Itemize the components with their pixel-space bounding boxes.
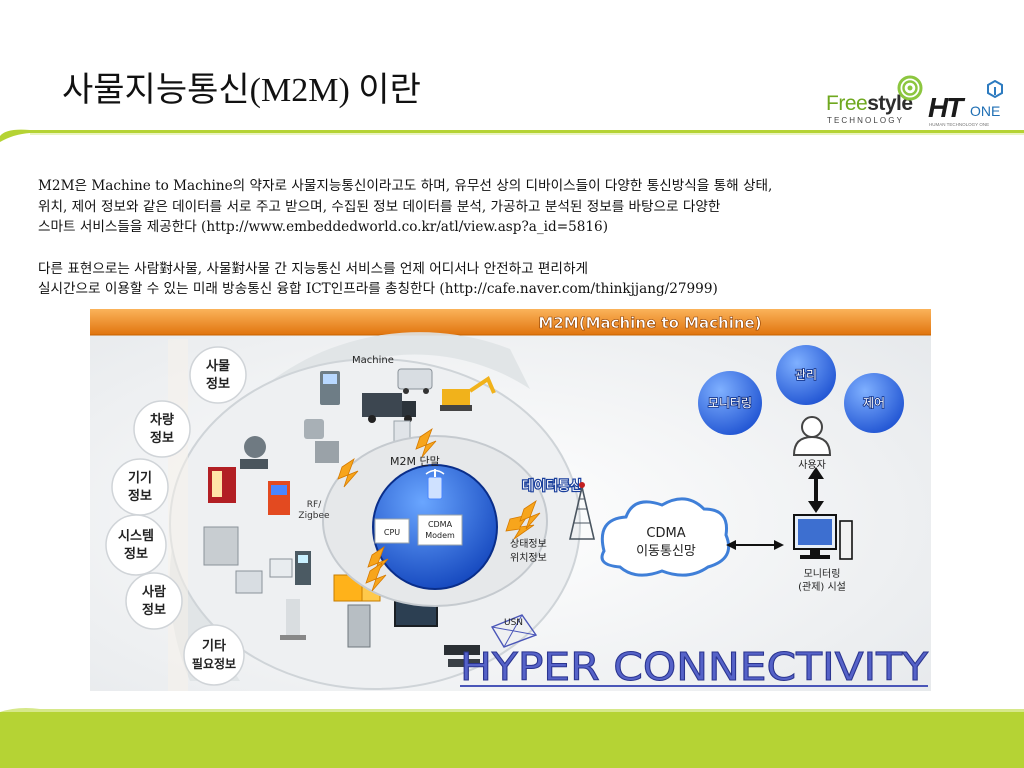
info-label-2-line2: 정보 [150, 430, 174, 446]
computer-icon [793, 514, 853, 560]
info-label-3: 기기 정보 [111, 458, 169, 516]
machine-icon [203, 526, 239, 566]
bottom-bar [0, 708, 1024, 768]
rf-label-line1: RF/ [307, 500, 322, 510]
paragraph-1-line-3: 스마트 서비스들을 제공한다 (http://www.embeddedworld… [38, 219, 609, 235]
paragraph-1-line-1: M2M은 Machine to Machine의 약자로 사물지능통신이라고도 … [38, 178, 773, 194]
status-label-line1: 상태정보 [510, 538, 547, 550]
medical-icon [280, 599, 306, 640]
cdma-modem-line1: CDMA [428, 520, 453, 529]
excavator-icon [440, 376, 496, 411]
lightning-icon [367, 545, 389, 576]
info-label-6: 기타 필요정보 [183, 624, 245, 686]
paragraph-2-line-2: 실시간으로 이용할 수 있는 미래 방송통신 융합 ICT인프라를 총칭한다 (… [38, 281, 718, 297]
lightning-icon [365, 561, 387, 592]
bubble-monitoring: 모니터링 [698, 371, 762, 435]
lightning-icons [337, 427, 541, 592]
cell-tower-icon [568, 482, 596, 540]
vending-icon [208, 467, 236, 503]
user-label: 사용자 [798, 459, 826, 471]
freestyle-subtitle: TECHNOLOGY [827, 116, 905, 125]
info-label-3-line2: 정보 [128, 488, 152, 504]
htone-subtitle: HUMAN TECHNOLOGY ONE [929, 122, 990, 127]
bubble-control: 제어 [844, 373, 904, 433]
user-arrow-heads [808, 467, 824, 513]
van-icon [397, 368, 433, 394]
htone-one: ONE [970, 103, 1001, 119]
info-labels: 사물 정보 차량 정보 기기 정보 시스템 정보 사람 정보 기타 필요정보 [105, 346, 247, 686]
freestyle-word-light: Free [826, 92, 868, 115]
m2m-terminal: M2M 단말 CPU CDMA Modem [322, 435, 548, 607]
info-label-6-line2: 필요정보 [192, 656, 236, 671]
arcade-icon [268, 481, 290, 515]
info-label-5-line2: 정보 [142, 602, 166, 618]
paragraph-2-line-1: 다른 표현으로는 사람對사물, 사물對사물 간 지능통신 서비스를 언제 어디서… [38, 260, 588, 277]
cloud-label-line1: CDMA [646, 526, 685, 541]
monitoring-label-line1: 모니터링 [804, 568, 841, 580]
htone-logo: HT ONE HUMAN TECHNOLOGY ONE [928, 80, 1004, 130]
data-comm-label: 데이터통신 [522, 479, 582, 494]
rf-label-line2: Zigbee [298, 511, 330, 521]
atm-icon [295, 551, 311, 585]
watermeter-icon [240, 436, 268, 469]
bubble-monitoring-label: 모니터링 [708, 396, 752, 410]
scale-icon [235, 558, 293, 594]
diagram-header-title: M2M(Machine to Machine) [538, 314, 761, 332]
info-label-3-line1: 기기 [128, 471, 152, 486]
bubble-control-label: 제어 [863, 396, 885, 410]
caption-underline [460, 685, 928, 687]
cpu-label: CPU [384, 528, 400, 537]
antenna-icon [425, 469, 445, 500]
kiosk-icon [320, 371, 340, 405]
info-label-4: 시스템 정보 [105, 514, 167, 576]
freestyle-swirl-icon [897, 75, 923, 101]
bubble-manage-label: 관리 [795, 368, 817, 382]
freestyle-word-bold: style [867, 92, 913, 115]
usn-label: USN [504, 618, 523, 628]
user-icon [792, 416, 832, 456]
cdma-cloud: CDMA 이동통신망 [600, 497, 731, 577]
stb-icon [444, 645, 480, 667]
m2m-terminal-label: M2M 단말 [390, 455, 440, 468]
bubble-manage: 관리 [776, 345, 836, 405]
cdma-modem-line2: Modem [425, 531, 455, 540]
lightning-icon [337, 457, 359, 488]
info-label-1-line1: 사물 [206, 358, 230, 374]
lightning-icon [415, 427, 437, 458]
info-label-4-line2: 정보 [124, 546, 148, 562]
htone-ht: HT [928, 92, 963, 123]
info-label-5-line1: 사람 [142, 584, 166, 600]
body-text: M2M은 Machine to Machine의 약자로 사물지능통신이라고도 … [38, 176, 1014, 300]
hyper-connectivity-caption: HYPER CONNECTIVITY [460, 645, 929, 689]
info-label-6-line1: 기타 [202, 638, 226, 654]
info-label-4-line1: 시스템 [118, 529, 154, 544]
paragraph-1-line-2: 위치, 제어 정보와 같은 데이터를 서로 주고 받으며, 수집된 정보 데이터… [38, 198, 721, 215]
usn-icon [490, 614, 538, 648]
top-divider [0, 129, 1024, 142]
machine-label: Machine [352, 355, 394, 366]
info-label-2-line1: 차량 [150, 412, 174, 428]
info-label-1-line2: 정보 [206, 376, 230, 392]
info-label-1: 사물 정보 [189, 346, 247, 404]
fridge-icon [347, 604, 371, 648]
freestyle-logo: Freestyle TECHNOLOGY [826, 75, 923, 130]
lightning-icon [519, 499, 541, 530]
monitoring-label-line2: (관제) 시설 [798, 581, 846, 593]
cloud-label-line2: 이동통신망 [636, 544, 696, 559]
slide-title: 사물지능통신(M2M) 이란 [62, 72, 421, 109]
meter-icon [304, 419, 339, 463]
status-label-line2: 위치정보 [510, 551, 547, 564]
left-band [168, 339, 188, 691]
info-label-5: 사람 정보 [125, 572, 183, 630]
diagram-header: M2M(Machine to Machine) [90, 309, 931, 336]
info-label-2: 차량 정보 [133, 400, 191, 458]
m2m-diagram: M2M(Machine to Machine) Machine 사물 정보 [90, 309, 931, 691]
truck-icon [362, 393, 416, 423]
htone-cube-icon [987, 80, 1003, 99]
